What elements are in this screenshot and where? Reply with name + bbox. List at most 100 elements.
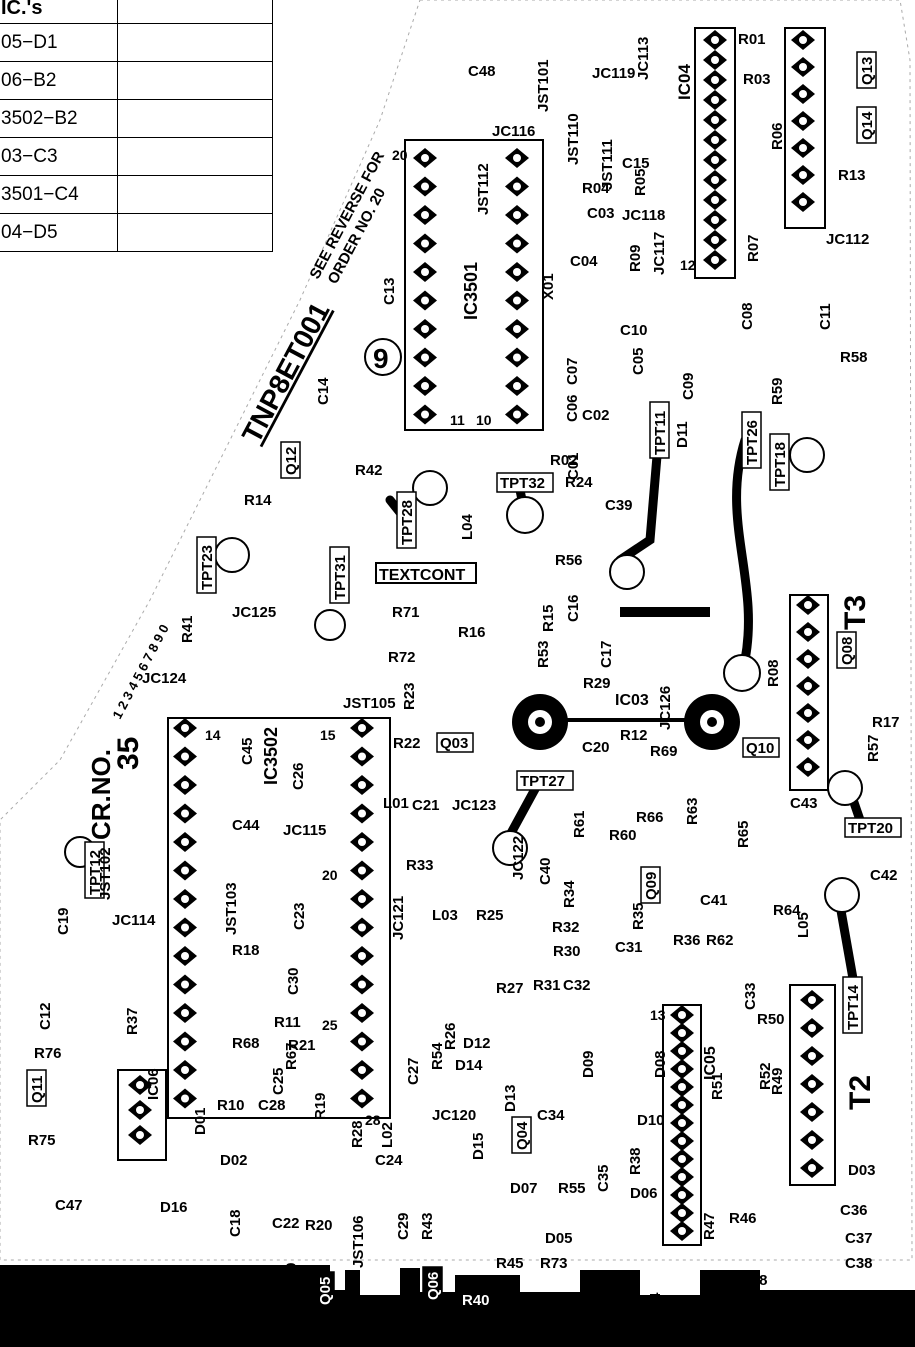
ic04-pin-hole [711,156,719,164]
ic3501-pin-left-hole [421,296,429,305]
component-label: D06 [630,1185,658,1202]
component-label-box [422,1266,443,1304]
component-label: R33 [406,857,434,874]
component-label-group: D09 [580,1050,597,1078]
component-label: Q06 [425,1272,442,1300]
component-label-group: Q05 [314,1271,335,1309]
component-label: C33 [742,982,759,1010]
component-label: JC125 [232,604,276,621]
component-label: C44 [232,817,260,834]
ic3502-pin25: 25 [322,1017,338,1033]
component-label: Q05 [317,1277,334,1305]
q13-block-pin-hole [799,90,807,98]
component-label-group: L02 [379,1122,396,1148]
ic3502-pin-right-hole [358,952,366,960]
component-label-group: C06 [564,394,581,422]
ic3502-pin20: 20 [322,867,338,883]
component-label-group: C33 [742,982,759,1010]
component-label-group: C04 [570,253,598,270]
component-label: R25 [476,907,504,924]
component-label-group: R48 [740,1272,768,1289]
component-label-group: R07 [745,234,762,262]
component-label-group: R14 [244,492,272,509]
component-label: R54 [429,1042,446,1070]
ic3502-pin14: 14 [205,727,221,743]
component-label: R17 [872,714,900,731]
textcont-box [375,562,477,584]
component-label-group: L05 [795,912,812,938]
ic3502-pin-right-hole [358,923,366,932]
component-label-group: R57 [865,734,882,762]
ic04-pin-hole [711,176,719,184]
component-label-group: C40 [537,857,554,885]
component-label-group: R05 [632,168,649,196]
component-label-group: R69 [650,743,678,760]
ic04-pin-hole [711,76,719,84]
component-label: R29 [583,675,611,692]
component-label: TPT20 [848,820,893,837]
component-label-group: R21 [288,1037,316,1054]
component-label-box [844,817,902,838]
component-label: R41 [179,615,196,643]
component-label-group: JC119 [592,65,635,82]
component-label: C45 [239,737,256,765]
component-label: R03 [743,71,771,88]
component-label-group: C05 [630,347,647,375]
ic3501-pin10: 10 [476,412,492,428]
component-label: R04 [582,180,610,197]
component-label: D07 [510,1180,538,1197]
component-label: JST111 [599,139,616,190]
component-label-group: C13 [381,277,398,305]
component-label: JC112 [826,231,869,248]
component-label-group: R24 [565,474,593,491]
component-label-group: R23 [401,682,418,710]
t2-pin-hole [808,1024,816,1032]
component-label-group: JC117 [651,232,668,275]
transformer-t3-label: T3 [839,595,872,630]
ic06-label: IC06 [145,1068,162,1100]
component-label-group: R73 [540,1255,568,1272]
ic3502-pin-left-hole [181,923,189,932]
component-label: C24 [375,1152,403,1169]
component-label-box [26,1069,47,1107]
component-label: C11 [817,303,834,330]
table-row: 04−D5 [0,213,273,252]
component-label-group: C21 [412,797,440,814]
component-label-group: R10 [217,1097,245,1114]
component-label: R06 [769,122,786,150]
component-label: R56 [555,552,583,569]
component-label: C23 [291,902,308,930]
component-label-group: R13 [838,167,866,184]
component-label-group: R52 [757,1062,774,1090]
component-label-group: C35 [595,1164,612,1192]
component-label-group: L03 [432,907,458,924]
component-label: R71 [392,604,420,621]
component-label: C35 [595,1164,612,1192]
component-label: R26 [442,1022,459,1050]
ic3501-pin-right-hole [513,268,521,276]
component-label-group: JST105 [343,695,396,712]
component-label: C38 [845,1255,873,1272]
component-label: C14 [315,377,332,405]
component-label-group: TPT32 [496,472,554,493]
ic3501-pin-right-hole [513,182,521,191]
component-label: R68 [232,1035,260,1052]
component-label-group: Q14 [856,106,877,144]
component-label: D01 [192,1107,209,1135]
component-label-box [196,536,217,594]
component-label: D08 [652,1050,669,1078]
t3-pin-hole [804,736,812,744]
component-label-group: D14 [455,1057,483,1074]
component-label-box [836,631,857,669]
component-label: C42 [870,867,898,884]
q13-block-pin-hole [799,63,807,71]
component-label: JST103 [223,882,240,935]
component-label-group: R76 [34,1045,62,1062]
component-label: JC123 [452,797,496,814]
component-label-group: R39 [283,1262,300,1290]
component-label: C02 [582,407,610,424]
t2-pin-hole [808,1080,816,1088]
t3-pin-hole [804,763,812,771]
